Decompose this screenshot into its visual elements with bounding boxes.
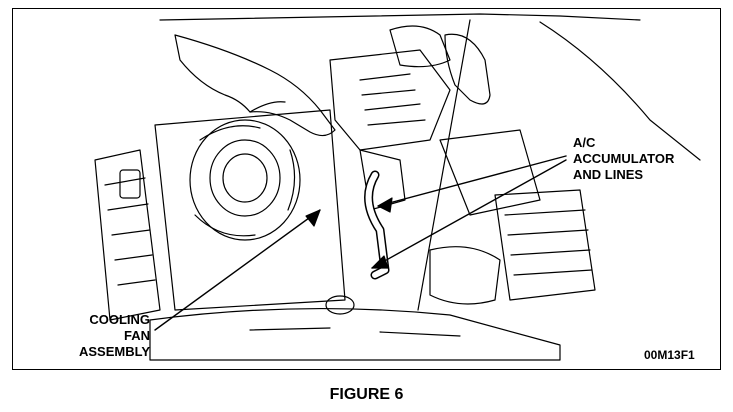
- dipstick-rod: [417, 19, 471, 311]
- fan-blade-ring: [189, 119, 301, 241]
- engine-upper-block: [329, 49, 451, 151]
- fan-blades: [194, 125, 296, 237]
- ac-leader-arrow-1: [377, 197, 393, 213]
- hand-left: [174, 34, 336, 137]
- air-intake: [389, 25, 451, 68]
- engine-side-block: [439, 129, 541, 216]
- lower-crossmember: [149, 307, 561, 361]
- fender-line: [539, 21, 701, 161]
- ac-accumulator-label: A/C ACCUMULATOR AND LINES: [573, 135, 675, 182]
- fan-hub-inner: [222, 153, 268, 203]
- fan-shroud: [154, 109, 346, 311]
- hand-left-finger: [249, 101, 286, 113]
- battery-tray: [494, 189, 596, 301]
- figure-code: 00M13F1: [644, 348, 695, 362]
- fan-leader-line: [154, 209, 321, 331]
- fan-hub-outer: [209, 139, 281, 217]
- ac-leader-line-1: [377, 155, 567, 207]
- radiator-fins: [104, 177, 156, 286]
- support-bracket: [119, 169, 141, 199]
- radiator-support: [94, 149, 161, 321]
- ac-line-hose-fill: [365, 172, 388, 278]
- mount-hole: [325, 295, 355, 315]
- hood-edge-line: [159, 13, 641, 21]
- fan-leader-arrow: [305, 209, 321, 227]
- battery-ribs: [504, 209, 593, 276]
- figure-caption: FIGURE 6: [329, 386, 404, 403]
- ac-leader-line-2: [371, 159, 567, 269]
- cooling-fan-label: COOLING FAN ASSEMBLY: [79, 312, 151, 359]
- reservoir: [429, 246, 501, 305]
- crossmember-detail: [249, 327, 461, 337]
- engine-ribs: [359, 73, 426, 126]
- hand-right: [444, 33, 491, 105]
- ac-leader-arrow-2: [371, 255, 389, 269]
